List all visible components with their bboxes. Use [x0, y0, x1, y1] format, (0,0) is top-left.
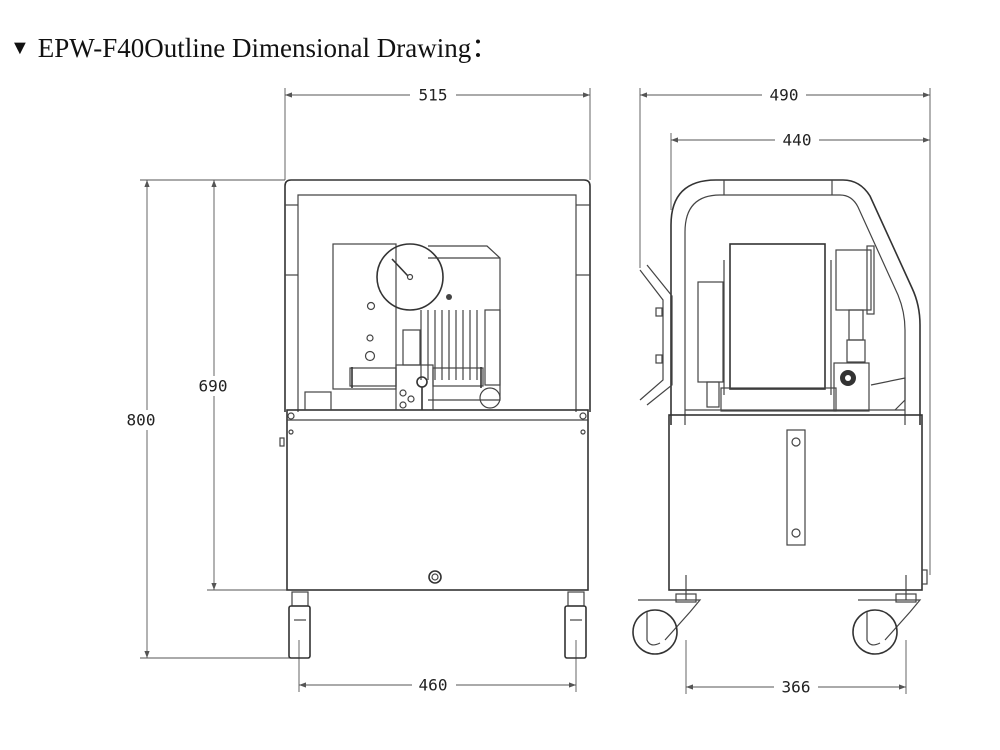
front-caster-right	[564, 591, 587, 659]
side-oil-tank	[668, 414, 923, 591]
dimension-front-width: 515	[284, 85, 591, 180]
dimension-front-height: 800	[122, 179, 292, 659]
side-view: 490 440 366	[632, 85, 931, 697]
dimension-side-frame: 440	[670, 130, 930, 210]
pressure-gauge	[376, 243, 444, 311]
drawing-title-text: EPW-F40Outline Dimensional Drawing：	[37, 33, 499, 63]
drain-plug	[428, 570, 442, 584]
front-motor-assembly	[304, 243, 501, 411]
dimension-label-800: 800	[127, 411, 156, 430]
drawing-title: ▼ EPW-F40Outline Dimensional Drawing：	[10, 26, 498, 65]
dimension-label-490: 490	[770, 86, 799, 105]
front-caster-left	[288, 591, 311, 659]
side-lever	[639, 264, 673, 406]
triangle-marker-icon: ▼	[10, 37, 30, 59]
dimension-label-460: 460	[419, 676, 448, 695]
front-oil-tank	[286, 409, 589, 591]
side-handle-frame	[670, 179, 921, 425]
dimension-label-690: 690	[199, 377, 228, 396]
dimension-label-440: 440	[783, 131, 812, 150]
front-view: 515 800 690 460	[122, 85, 591, 695]
oil-level-gauge	[786, 429, 806, 546]
dimension-side-depth: 490	[639, 85, 931, 575]
dimension-front-wheelbase: 460	[298, 640, 577, 695]
dimension-side-wheelbase: 366	[685, 640, 907, 697]
side-caster-left	[632, 575, 702, 655]
front-handle-frame	[284, 179, 591, 412]
side-motor-assembly	[697, 243, 906, 412]
dimension-label-515: 515	[419, 86, 448, 105]
dimension-body-height: 690	[192, 180, 287, 591]
side-caster-right	[852, 575, 922, 655]
dimension-label-366: 366	[782, 678, 811, 697]
